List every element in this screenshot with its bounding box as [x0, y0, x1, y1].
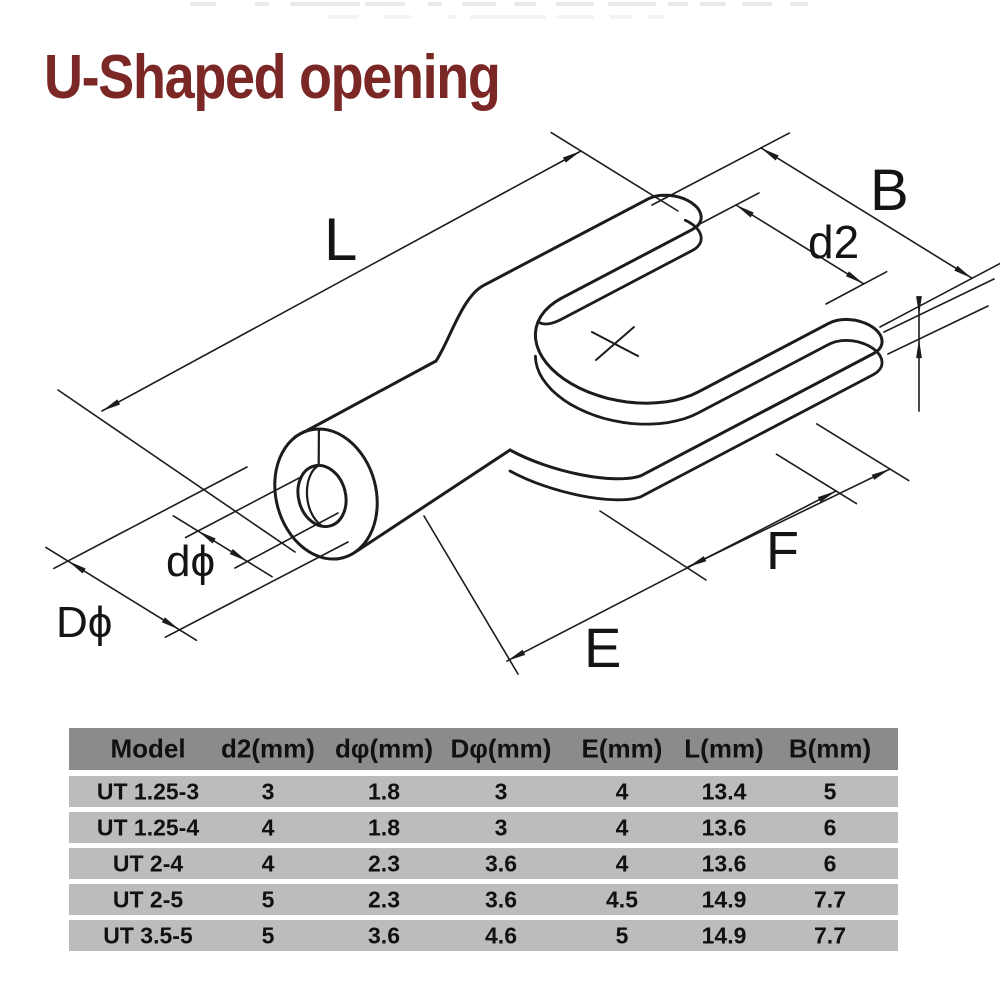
table-cell: 4: [615, 778, 629, 804]
fork-plate-outline: [434, 193, 884, 481]
table-cell: 3: [494, 814, 508, 840]
table-cell: 5: [823, 778, 837, 804]
table-row: UT 2-5 5 2.3 3.6 4.5 14.9 7.7: [69, 884, 898, 915]
table-cell: 3.6: [485, 850, 517, 876]
table-cell: 4: [615, 850, 629, 876]
fork-plate-face: [281, 195, 883, 551]
extension-line: [52, 466, 248, 570]
dimension-line: [760, 147, 973, 280]
extension-line: [815, 423, 910, 482]
table-cell: 2.3: [368, 850, 400, 876]
table-cell: 7.7: [814, 922, 846, 948]
extension-line: [184, 476, 302, 539]
table-cell: 5: [261, 886, 275, 912]
table-header-cell: d2(mm): [221, 733, 315, 764]
table-cell: UT 3.5-5: [103, 922, 193, 948]
table-cell: 4.5: [606, 886, 638, 912]
extension-line: [887, 305, 989, 355]
table-cell: 4: [261, 850, 275, 876]
page-title: U-Shaped opening: [44, 43, 501, 112]
table-cell: 6: [823, 850, 837, 876]
hole-inner-wall: [305, 464, 324, 528]
table-row: UT 1.25-4 4 1.8 3 4 13.6 6: [69, 812, 898, 843]
dimension-line: [687, 468, 891, 568]
dim-label-dphi: dϕ: [166, 537, 215, 586]
table-row: UT 1.25-3 3 1.8 3 4 13.4 5: [69, 776, 898, 807]
spec-table: Model d2(mm) dφ(mm) Dφ(mm) E(mm) L(mm) B(mm) U…: [69, 728, 898, 956]
dim-label-B: B: [870, 158, 909, 223]
table-cell: 4: [261, 814, 275, 840]
arrowheads: [68, 148, 972, 661]
table-cell: 13.4: [701, 778, 747, 804]
extension-line: [693, 192, 760, 228]
dimension-line: [172, 514, 273, 578]
table-cell: UT 1.25-3: [96, 778, 200, 804]
extension-line: [825, 270, 888, 305]
barrel-bottom-silhouette: [355, 448, 512, 553]
extension-line: [879, 262, 1000, 328]
barrel-top-silhouette: [293, 359, 438, 439]
extension-line: [423, 515, 519, 675]
table-cell: 4.6: [485, 922, 517, 948]
table-cell: UT 2-5: [112, 886, 184, 912]
table-cell: UT 2-4: [112, 850, 184, 876]
drawing-area: L B d2 Dϕ dϕ E F: [45, 131, 1000, 679]
table-cell: 4: [615, 814, 629, 840]
table-cell: 7.7: [814, 886, 846, 912]
table-cell: 3.6: [368, 922, 400, 948]
dim-label-E: E: [584, 616, 621, 679]
extension-line: [234, 512, 339, 569]
table-header-cell: B(mm): [788, 733, 872, 764]
dim-label-L: L: [324, 206, 357, 273]
table-header-cell: Model: [110, 733, 186, 764]
table-cell: 1.8: [368, 778, 400, 804]
table-cell: 3: [261, 778, 275, 804]
table-cell: 14.9: [701, 886, 747, 912]
table-cell: UT 1.25-4: [96, 814, 200, 840]
extension-line: [775, 453, 858, 505]
dimension-line: [506, 490, 837, 662]
slot-lip-edge: [536, 218, 703, 326]
cropped-text-remnant: [0, 0, 1000, 24]
table-cell: 5: [615, 922, 629, 948]
table-header-cell: dφ(mm): [334, 733, 434, 764]
table-cell: 13.6: [701, 850, 747, 876]
table-cell: 6: [823, 814, 837, 840]
table-header-row: Model d2(mm) dφ(mm) Dφ(mm) E(mm) L(mm) B(mm): [69, 728, 898, 770]
table-cell: 14.9: [701, 922, 747, 948]
table-header-cell: E(mm): [581, 733, 663, 764]
dim-label-F: F: [766, 521, 799, 581]
cropped-text-remnant-2: [0, 0, 1000, 24]
table-cell: 2.3: [368, 886, 400, 912]
table-cell: 1.8: [368, 814, 400, 840]
table-row: UT 3.5-5 5 3.6 4.6 5 14.9 7.7: [69, 920, 898, 951]
dimension-line: [735, 204, 865, 285]
plate-thickness-edge: [508, 339, 884, 502]
table-header-cell: Dφ(mm): [450, 733, 552, 764]
slot-center-cross: [595, 326, 635, 361]
extension-line: [651, 132, 791, 206]
dim-label-d2: d2: [808, 216, 859, 268]
terminal-diagram: L B d2 Dϕ dϕ E F: [45, 131, 1000, 679]
extension-line: [550, 131, 679, 212]
extension-line: [164, 541, 349, 639]
dim-label-Dphi: Dϕ: [56, 598, 112, 647]
table-row: UT 2-4 4 2.3 3.6 4 13.6 6: [69, 848, 898, 879]
table-header-cell: L(mm): [684, 733, 764, 764]
extension-line: [883, 278, 995, 333]
table-cell: 3: [494, 778, 508, 804]
table-cell: 5: [261, 922, 275, 948]
table-cell: 3.6: [485, 886, 517, 912]
extension-line: [599, 510, 707, 581]
extension-line: [57, 389, 296, 553]
table-cell: 13.6: [701, 814, 747, 840]
dimension-line: [101, 150, 582, 412]
